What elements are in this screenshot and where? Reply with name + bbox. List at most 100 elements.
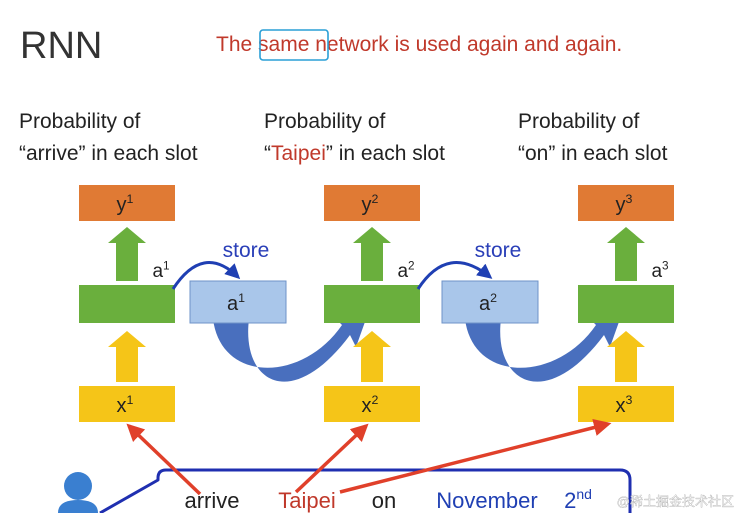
hidden-output-label-3-sup: 3 <box>662 259 669 272</box>
memory-box-2 <box>441 280 539 324</box>
word-to-input-arrow-1 <box>126 423 202 496</box>
step-label-part: “arrive” <box>19 142 86 165</box>
hidden-output-label-2: a2 <box>397 259 414 282</box>
input-label-3-base: x <box>616 395 626 417</box>
sentence-bubble <box>99 468 632 515</box>
hidden-output-label-1-base: a <box>152 261 163 282</box>
output-label-3-sup: 3 <box>626 192 633 206</box>
output-label-2-base: y <box>362 194 372 216</box>
hidden-layer-box-3 <box>578 285 674 323</box>
input-to-hidden-arrow-1 <box>108 331 146 382</box>
hidden-output-label-2-base: a <box>397 261 408 282</box>
output-box-1 <box>79 185 175 221</box>
input-label-2-base: x <box>362 395 372 417</box>
hidden-output-label-2-sup: 2 <box>408 259 415 272</box>
memory-label-1-sup: 1 <box>238 291 245 305</box>
subtitle-suffix: network is used again and again. <box>309 33 622 56</box>
hidden-layer-box-2 <box>324 285 420 323</box>
sentence-word-text: arrive <box>184 488 239 513</box>
step-labels: Probability of “arrive” in each slot Proba… <box>19 110 668 165</box>
hidden-output-label-3: a3 <box>651 259 669 282</box>
sentence-word-text: November <box>436 488 537 513</box>
output-label-2: y2 <box>362 192 379 216</box>
input-label-1: x1 <box>117 393 134 417</box>
memory-label-2-base: a <box>479 293 491 315</box>
input-label-3-sup: 3 <box>626 393 633 407</box>
watermark: @稀土掘金技术社区 <box>617 494 734 509</box>
sentence-word-text: Taipei <box>278 488 335 513</box>
sentence-word-5: 2nd <box>564 486 592 513</box>
slide-title: RNN <box>20 25 102 67</box>
output-label-3-base: y <box>616 194 626 216</box>
store-arrow-1 <box>171 261 241 290</box>
input-box-3 <box>578 386 674 422</box>
step-label-part: ” in each slot <box>326 142 445 165</box>
input-to-hidden-arrow-3 <box>607 331 645 382</box>
hidden-to-output-arrow-1 <box>108 227 146 281</box>
output-box-2 <box>324 185 420 221</box>
person-icon <box>58 472 98 513</box>
hidden-output-label-1: a1 <box>152 259 169 282</box>
step-label-part: Taipei <box>271 142 326 165</box>
input-label-1-sup: 1 <box>127 393 134 407</box>
hidden-to-output-arrow-2 <box>353 227 391 281</box>
memory-curves <box>213 317 620 382</box>
sentence-word-2: Taipei <box>278 488 335 513</box>
step-label-line2-3: “on” in each slot <box>518 142 668 165</box>
input-box-1 <box>79 386 175 422</box>
hidden-layer-box-1 <box>79 285 175 323</box>
memory-label-2-sup: 2 <box>490 291 497 305</box>
output-label-2-sup: 2 <box>372 192 379 206</box>
memory-label-1-base: a <box>227 293 239 315</box>
sentence-word-text: on <box>372 488 396 513</box>
step-label-line1-3: Probability of <box>518 110 640 133</box>
output-label-1-sup: 1 <box>127 192 134 206</box>
word-to-input-arrow-2 <box>294 423 369 494</box>
step-label-part: in each slot <box>86 142 198 165</box>
subtitle-prefix: The <box>216 33 258 56</box>
step-label-line2-2: “Taipei” in each slot <box>264 142 445 165</box>
output-label-1: y1 <box>117 192 134 216</box>
step-label-part: in each slot <box>555 142 667 165</box>
memory-label-2: a2 <box>479 291 497 315</box>
memory-feed-arrow-2 <box>465 317 620 382</box>
hidden-output-label-1-sup: 1 <box>163 259 170 272</box>
memory-box-1 <box>189 280 287 324</box>
highlight-box <box>259 29 329 61</box>
input-label-2: x2 <box>362 393 379 417</box>
input-arrows <box>126 418 612 496</box>
sentence-word-4: November <box>436 488 537 513</box>
word-to-input-arrow-3 <box>339 418 612 494</box>
sentence-word-sup: nd <box>576 486 592 502</box>
store-arrow-2 <box>416 261 493 290</box>
memory-label-1: a1 <box>227 291 245 315</box>
output-label-3: y3 <box>616 192 633 216</box>
store-label-2: store <box>475 239 522 262</box>
memory-feed-arrow-1 <box>213 317 366 382</box>
subtitle: The same network is used again and again… <box>216 33 622 56</box>
input-label-1-base: x <box>117 395 127 417</box>
step-label-line1-1: Probability of <box>19 110 141 133</box>
input-box-2 <box>324 386 420 422</box>
output-box-3 <box>578 185 674 221</box>
step-label-part: “on” <box>518 142 555 165</box>
sentence-word-3: on <box>372 488 396 513</box>
sentence-word-text: 2 <box>564 488 576 513</box>
step-label-line1-2: Probability of <box>264 110 386 133</box>
input-to-hidden-arrow-2 <box>353 331 391 382</box>
step-label-line2-1: “arrive” in each slot <box>19 142 198 165</box>
output-label-1-base: y <box>117 194 127 216</box>
input-label-3: x3 <box>616 393 633 417</box>
input-label-2-sup: 2 <box>372 393 379 407</box>
sentence-word-1: arrive <box>184 488 239 513</box>
hidden-output-label-3-base: a <box>651 261 662 282</box>
step-label-part: “ <box>264 142 271 165</box>
input-sentence: arrive Taipei on November 2nd <box>184 486 591 513</box>
